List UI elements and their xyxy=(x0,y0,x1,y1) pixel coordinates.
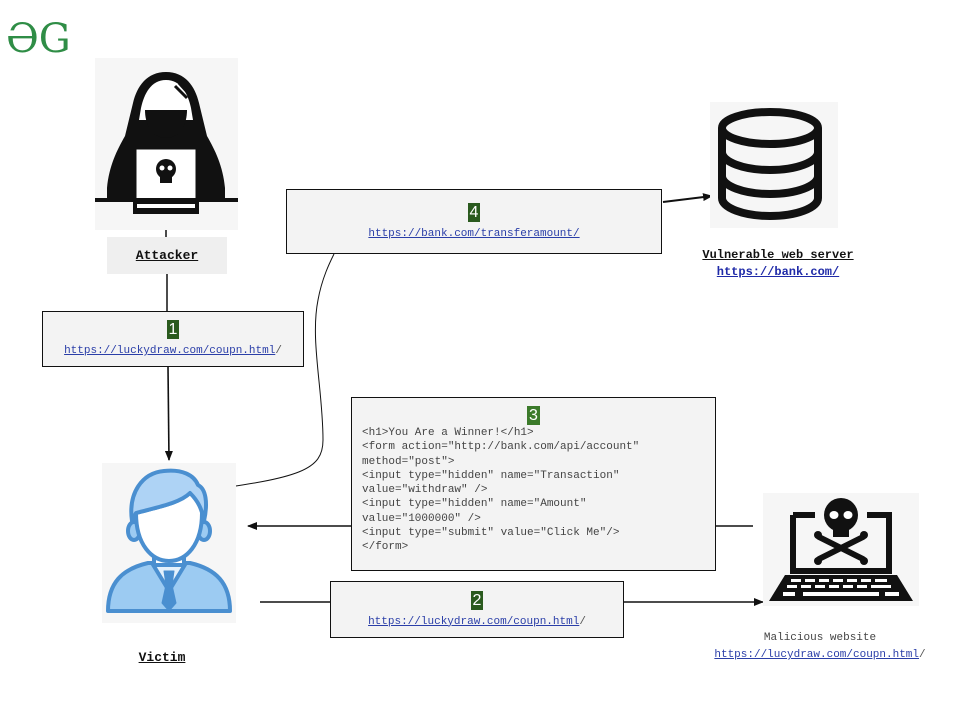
step-2-badge: 2 xyxy=(470,590,484,610)
step-1-badge: 1 xyxy=(166,320,180,339)
server-node xyxy=(710,102,838,228)
database-icon xyxy=(718,108,822,221)
attacker-label-box: Attacker xyxy=(107,237,227,274)
code-line: method="post"> xyxy=(362,455,455,468)
code-line: <h1>You Are a Winner!</h1> xyxy=(362,427,534,439)
step-1-link[interactable]: https://luckydraw.com/coupn.html xyxy=(64,345,276,357)
step-1-box: 1 https://luckydraw.com/coupn.html/ xyxy=(42,311,304,367)
step-2-box: 2 https://luckydraw.com/coupn.html/ xyxy=(330,581,624,638)
code-line: <input type="hidden" name="Amount" xyxy=(362,498,587,511)
geeksforgeeks-logo: ƏG xyxy=(6,16,71,62)
code-line: <form action="http://bank.com/api/accoun… xyxy=(362,441,640,454)
victim-node xyxy=(102,463,236,623)
step-4-link[interactable]: https://bank.com/transferamount/ xyxy=(368,227,580,240)
step-3-box: 3 <h1>You Are a Winner!</h1> <form actio… xyxy=(351,397,716,571)
malicious-node xyxy=(763,493,919,606)
step1-to-victim-arrow xyxy=(164,366,173,461)
code-line: value="withdraw" /> xyxy=(362,484,488,497)
victim-label: Victim xyxy=(138,650,186,665)
skull-laptop-icon xyxy=(769,498,913,601)
step-4-box: 4 https://bank.com/transferamount/ xyxy=(286,189,662,254)
malicious-label: Malicious website https://lucydraw.com/c… xyxy=(690,632,950,662)
attacker-label: Attacker xyxy=(135,248,199,263)
code-line: <input type="submit" value="Click Me"/> xyxy=(362,527,620,540)
malicious-title: Malicious website xyxy=(763,632,877,644)
server-label: Vulnerable web server https://bank.com/ xyxy=(680,248,876,280)
hacker-icon xyxy=(95,72,238,214)
step-2-link[interactable]: https://luckydraw.com/coupn.html xyxy=(368,615,580,628)
code-line: value="1000000" /> xyxy=(362,512,481,525)
step4-to-server-arrow xyxy=(662,193,713,203)
step-3-badge: 3 xyxy=(527,406,540,425)
code-line: <input type="hidden" name="Transaction" xyxy=(362,469,620,482)
step-4-badge: 4 xyxy=(467,202,481,222)
malicious-url-link[interactable]: https://lucydraw.com/coupn.html xyxy=(714,649,920,661)
code-line: </form> xyxy=(362,541,409,554)
server-title: Vulnerable web server xyxy=(702,248,854,262)
victim-to-step4-curve xyxy=(199,253,335,492)
server-url-link[interactable]: https://bank.com/ xyxy=(716,265,840,279)
user-icon xyxy=(106,468,232,613)
attacker-node xyxy=(95,58,238,230)
